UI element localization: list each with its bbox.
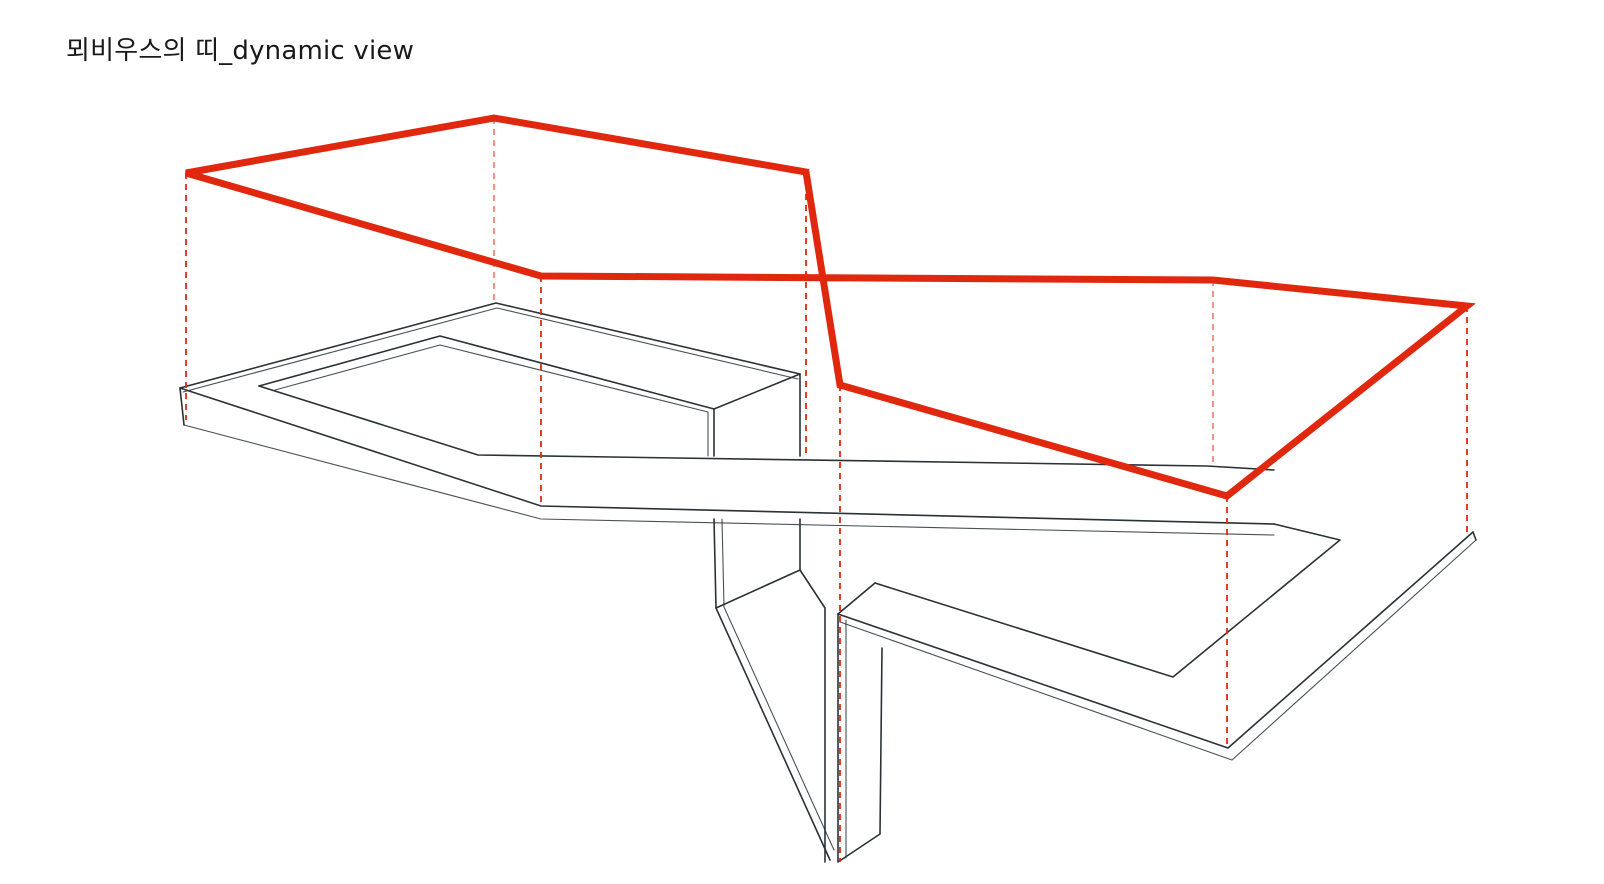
vertical-guide-lines xyxy=(185,118,1468,862)
left-loop-front-edge xyxy=(179,387,1275,525)
right-loop-inner-edge xyxy=(837,582,876,615)
right-loop-top-edge xyxy=(874,523,1341,678)
page-title: 뫼비우스의 띠_dynamic view xyxy=(66,36,415,66)
left-loop-inner-hole-bottom xyxy=(258,385,1275,471)
twist-pillar-left-double xyxy=(721,518,835,851)
left-edge-thickness xyxy=(179,387,185,426)
left-loop-front-edge-double xyxy=(183,424,1275,536)
twist-pillar-right xyxy=(837,613,883,863)
left-loop-outer-edge xyxy=(179,302,801,389)
twist-pillar-front xyxy=(715,569,826,863)
middle-block xyxy=(713,373,801,457)
right-loop-outer-edge xyxy=(837,531,1474,749)
projected-path xyxy=(185,114,1476,500)
right-loop-far-edge xyxy=(1472,531,1477,541)
twist-pillar-left xyxy=(713,518,831,861)
left-loop-outer-edge-double xyxy=(182,307,799,393)
left-loop-inner-hole xyxy=(258,335,715,457)
right-loop-outer-edge-double xyxy=(839,539,1477,761)
left-loop-inner-hole-double xyxy=(274,344,709,457)
strip-sketch xyxy=(179,302,1477,863)
